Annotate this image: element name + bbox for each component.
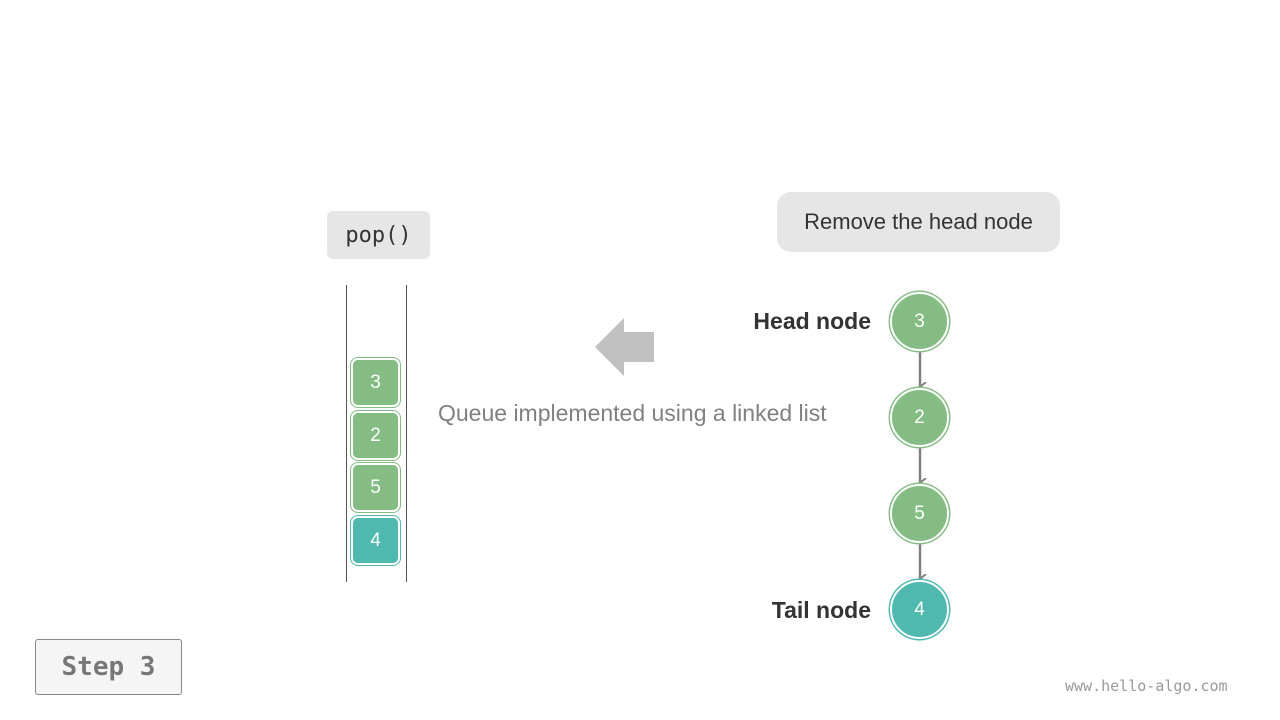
list-node-3: 4 [890, 580, 949, 639]
queue-right-wall [406, 285, 407, 582]
step-indicator: Step 3 [35, 639, 182, 695]
left-arrow-icon [595, 318, 654, 376]
note-label: Remove the head node [777, 192, 1060, 252]
watermark: www.hello-algo.com [1065, 677, 1228, 695]
head-node-label: Head node [753, 308, 871, 334]
queue-cell-3: 4 [351, 516, 400, 565]
list-node-2: 5 [890, 484, 949, 543]
operation-label: pop() [327, 211, 430, 259]
queue-cell-0: 3 [351, 358, 400, 407]
list-node-1: 2 [890, 388, 949, 447]
queue-cell-1: 2 [351, 411, 400, 460]
queue-cell-2: 5 [351, 463, 400, 512]
tail-node-label: Tail node [771, 597, 871, 623]
list-node-0: 3 [890, 292, 949, 351]
queue-left-wall [346, 285, 347, 582]
queue-caption: Queue implemented using a linked list [438, 400, 827, 426]
